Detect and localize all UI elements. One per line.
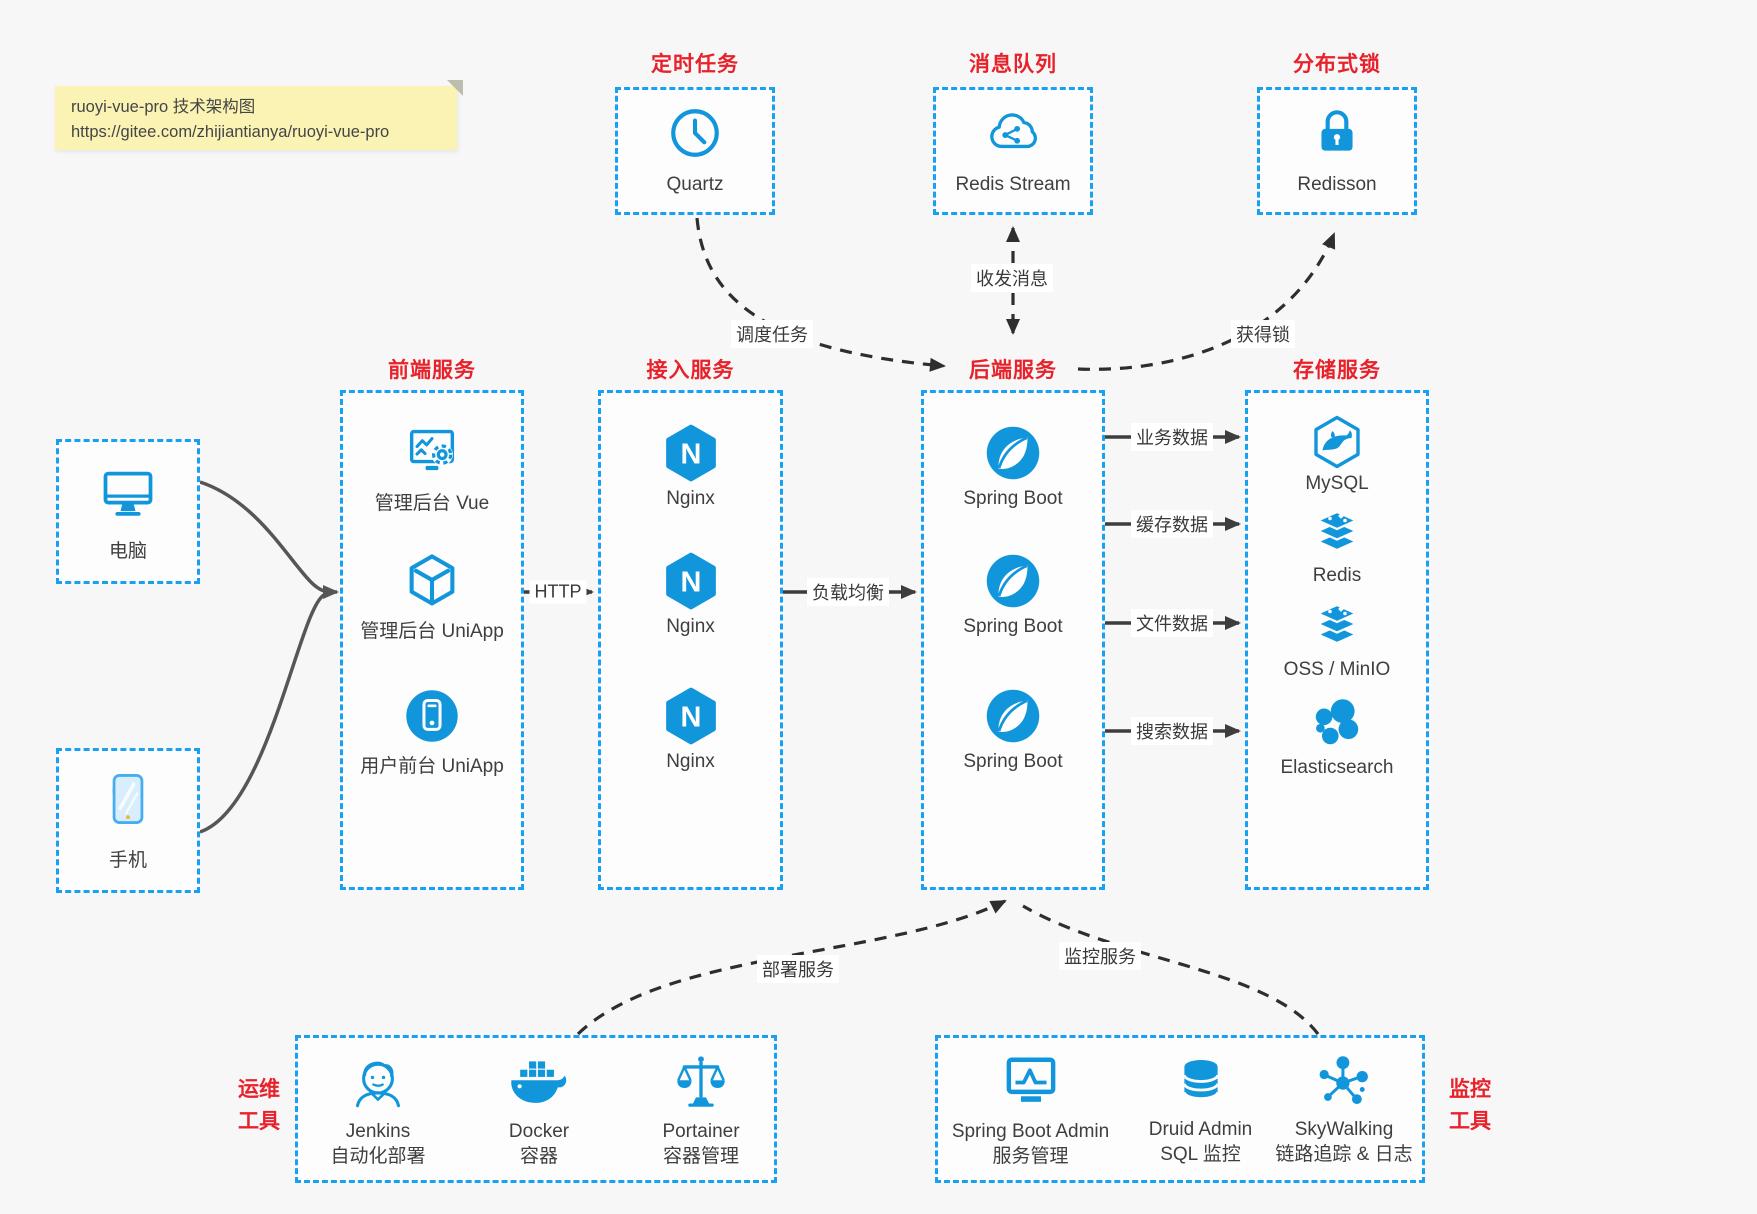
spring-boot-label-2: Spring Boot [963,616,1063,637]
spring-boot-label-1: Spring Boot [963,488,1063,509]
druid-name: Druid Admin [1148,1119,1253,1140]
note-url: https://gitee.com/zhijiantianya/ruoyi-vu… [71,122,390,141]
skywalking-name: SkyWalking [1294,1119,1394,1140]
spring-boot-icon [986,426,1040,480]
nginx-label-2: Nginx [666,616,715,637]
admin-vue-label: 管理后台 Vue [374,493,490,514]
redis-stack-icon [1315,510,1359,552]
mysql-icon [1314,415,1360,469]
oss-minio-icon [1315,603,1359,645]
nginx-label-1: Nginx [666,488,715,509]
svg-text:N: N [680,567,701,599]
monitor-tools-box: Spring Boot Admin 服务管理 Druid Admin SQL 监… [935,1035,1425,1183]
spring-boot-icon [986,554,1040,608]
column-title-frontend: 前端服务 [388,359,476,382]
redis-label: Redis [1312,565,1362,586]
edge-acquire-lock [1077,232,1336,371]
nginx-icon: N [665,424,716,482]
monitor-tools-side-label: 监控 工具 [1449,1078,1491,1133]
docker-icon [511,1061,567,1103]
redisson-box: Redisson [1257,87,1417,215]
spring-boot-icon [986,689,1040,743]
admin-uniapp-label: 管理后台 UniApp [360,621,504,642]
oss-minio-label: OSS / MinIO [1283,659,1391,680]
redis-stream-box: Redis Stream [933,87,1093,215]
portainer-desc: 容器管理 [662,1145,739,1167]
column-title-storage: 存储服务 [1293,359,1381,382]
jenkins-name: Jenkins [345,1121,411,1142]
jenkins-desc: 自动化部署 [330,1145,426,1167]
admin-vue-icon [409,429,455,471]
edge-label-schedule-task: 调度任务 [731,320,813,348]
edge-label-deploy-service: 部署服务 [757,955,839,983]
redis-stream-label: Redis Stream [955,174,1071,195]
pc-label: 电脑 [108,541,147,562]
nginx-icon: N [665,552,716,610]
frontend-box: 管理后台 Vue 管理后台 UniApp 用户前台 UniApp [340,390,524,890]
desktop-icon [103,471,153,516]
quartz-label: Quartz [666,174,724,195]
lock-icon [1321,110,1353,151]
sticky-note: ruoyi-vue-pro 技术架构图 https://gitee.com/zh… [55,80,463,150]
druid-desc: SQL 监控 [1160,1143,1241,1165]
ops-tools-side-label: 运维 工具 [238,1078,280,1133]
edge-monitor-service [1022,904,1320,1035]
edge-label-business-data: 业务数据 [1131,423,1213,451]
edge-phone-to-frontend [199,592,327,834]
cloud-stream-icon [990,113,1037,149]
elasticsearch-icon [1315,699,1359,745]
druid-icon [1182,1060,1219,1100]
phone-icon [112,774,144,824]
edge-label-http: HTTP [529,580,587,604]
portainer-icon [677,1056,725,1107]
skywalking-icon [1319,1056,1368,1105]
quartz-box: Quartz [615,87,775,215]
group-title-distributed-lock: 分布式锁 [1293,53,1381,76]
user-app-icon [406,690,458,742]
spring-boot-admin-icon [1006,1057,1055,1102]
spring-boot-admin-name: Spring Boot Admin [951,1121,1110,1142]
note-title: ruoyi-vue-pro 技术架构图 [71,98,256,116]
phone-box: 手机 [56,748,200,893]
spring-boot-label-3: Spring Boot [963,751,1063,772]
phone-label: 手机 [108,850,147,871]
edge-label-file-data: 文件数据 [1131,609,1213,637]
edge-label-cache-data: 缓存数据 [1131,510,1213,538]
jenkins-icon [355,1061,401,1108]
nginx-icon: N [665,687,716,745]
svg-text:N: N [680,702,701,734]
edge-label-monitor-service: 监控服务 [1059,942,1141,970]
docker-name: Docker [508,1121,570,1142]
column-title-backend: 后端服务 [969,359,1057,382]
access-box: N Nginx N Nginx N Nginx [598,390,783,890]
user-uniapp-label: 用户前台 UniApp [360,756,504,777]
skywalking-desc: 链路追踪 & 日志 [1275,1143,1413,1165]
sticky-note-fold [447,80,463,96]
nginx-label-3: Nginx [666,751,715,772]
storage-box: MySQL Redis OSS / MinIO [1245,390,1429,890]
edge-label-acquire-lock: 获得锁 [1231,320,1295,348]
portainer-name: Portainer [662,1121,740,1142]
pc-box: 电脑 [56,439,200,584]
edge-schedule-task [695,217,946,372]
spring-boot-admin-desc: 服务管理 [992,1145,1069,1167]
svg-text:N: N [680,439,701,471]
edge-label-search-data: 搜索数据 [1131,717,1213,745]
edge-pc-to-frontend [199,480,327,593]
redisson-label: Redisson [1297,174,1377,195]
column-title-access: 接入服务 [646,359,735,382]
edge-label-send-receive-message: 收发消息 [971,264,1053,292]
elasticsearch-label: Elasticsearch [1280,757,1394,778]
group-title-message-queue: 消息队列 [969,53,1057,76]
clock-icon [671,109,719,157]
uniapp-cube-icon [409,554,455,606]
backend-box: Spring Boot Spring Boot Spring Boot [921,390,1105,890]
ops-tools-box: Jenkins 自动化部署 Docker 容器 [295,1035,777,1183]
group-title-scheduled-tasks: 定时任务 [651,53,739,76]
mysql-label: MySQL [1305,473,1369,494]
docker-desc: 容器 [519,1145,558,1167]
edge-label-load-balance: 负载均衡 [807,578,889,606]
